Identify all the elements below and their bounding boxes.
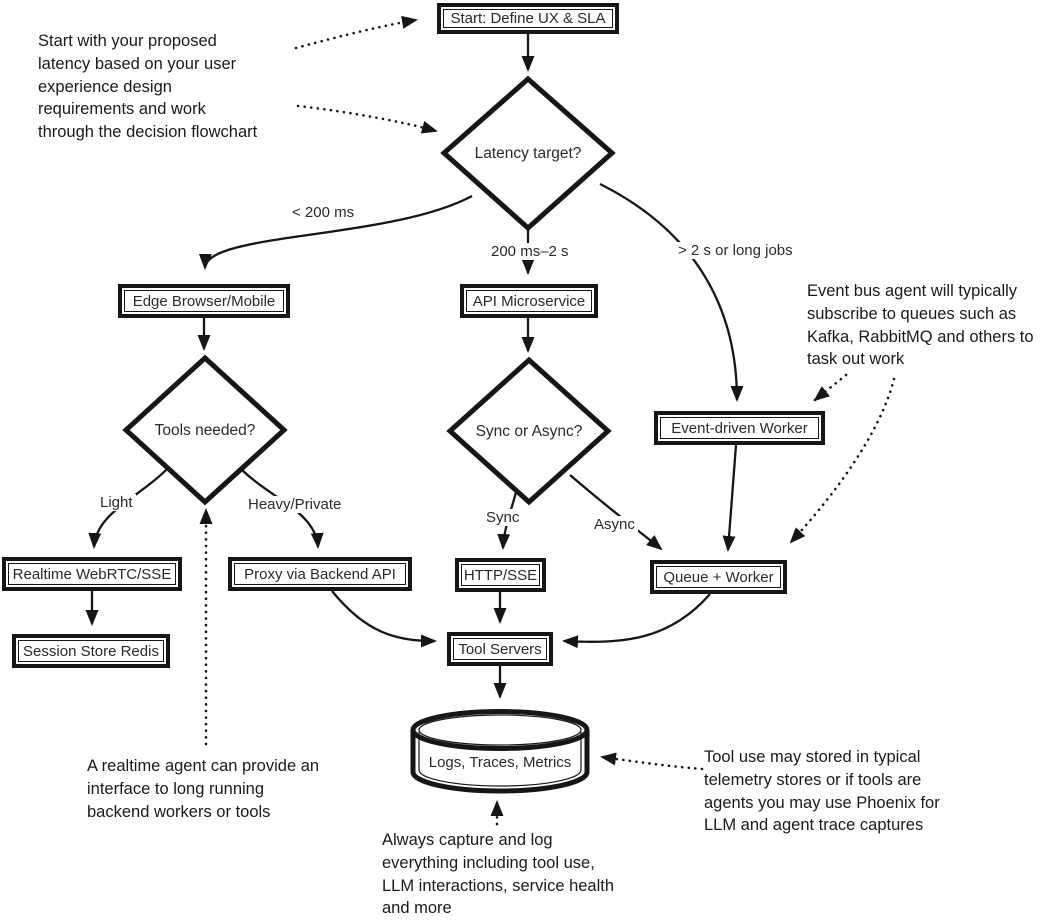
connector-latency-edge — [198, 194, 473, 270]
annotation-realtime-note: A realtime agent can provide an interfac… — [87, 757, 320, 821]
edge-label-sync: Sync — [483, 509, 523, 526]
node-edge-browser-label: Edge Browser/Mobile — [124, 290, 284, 312]
annotation-logging-note: Always capture and log everything includ… — [382, 831, 615, 918]
edge-label-gt2: > 2 s or long jobs — [675, 242, 796, 259]
edge-label-heavy: Heavy/Private — [245, 496, 345, 513]
node-proxy-backend-label: Proxy via Backend API — [234, 563, 406, 585]
connector-async-queue — [569, 474, 663, 551]
node-event-worker: Event-driven Worker — [654, 411, 825, 445]
dotted-eventnote-eventworker — [813, 373, 848, 402]
node-queue-worker: Queue + Worker — [650, 560, 787, 594]
edge-label-lt200: < 200 ms — [289, 204, 358, 221]
node-queue-worker-label: Queue + Worker — [656, 566, 781, 588]
node-api-microservice-label: API Microservice — [466, 290, 592, 312]
node-tool-servers: Tool Servers — [447, 632, 553, 666]
dotted-startnote-latency — [296, 104, 438, 134]
cylinder-telemetry-store — [410, 709, 590, 794]
diamond-latency-label: Latency target? — [474, 145, 582, 162]
annotation-event-bus-note: Event bus agent will typically subscribe… — [807, 282, 1034, 369]
edge-label-async: Async — [591, 516, 638, 533]
connector-latency-eventworker — [599, 182, 744, 402]
node-start-label: Start: Define UX & SLA — [443, 9, 613, 28]
diamond-latency-target — [440, 75, 616, 232]
connector-queue-toolservers — [562, 593, 711, 649]
diamond-syncasync-label: Sync or Async? — [475, 423, 583, 440]
dotted-startnote-start — [294, 15, 418, 50]
dotted-telemetrynote-telemetry — [600, 752, 704, 771]
node-realtime-webrtc-label: Realtime WebRTC/SSE — [8, 563, 176, 585]
edge-label-mid: 200 ms–2 s — [488, 243, 572, 260]
edge-label-light: Light — [97, 494, 136, 511]
node-api-microservice: API Microservice — [460, 284, 598, 318]
node-session-store-label: Session Store Redis — [18, 640, 164, 662]
node-http-sse-label: HTTP/SSE — [461, 564, 540, 586]
annotation-start-note: Start with your proposed latency based o… — [38, 32, 258, 142]
node-session-store: Session Store Redis — [12, 634, 170, 668]
diamond-sync-async — [446, 356, 612, 506]
node-start: Start: Define UX & SLA — [437, 3, 619, 34]
connector-proxy-toolservers — [331, 590, 437, 648]
node-tool-servers-label: Tool Servers — [453, 638, 547, 660]
annotation-telemetry-note: Tool use may stored in typical telemetry… — [704, 748, 940, 835]
node-edge-browser: Edge Browser/Mobile — [118, 284, 290, 318]
diamond-tools-label: Tools needed? — [154, 422, 256, 439]
node-proxy-backend: Proxy via Backend API — [228, 557, 412, 591]
cylinder-telemetry-label: Logs, Traces, Metrics — [428, 754, 572, 771]
node-realtime-webrtc: Realtime WebRTC/SSE — [2, 557, 182, 591]
node-http-sse: HTTP/SSE — [455, 558, 546, 592]
connector-eventworker-queue — [722, 444, 738, 552]
dotted-eventnote-queue — [789, 377, 896, 544]
node-event-worker-label: Event-driven Worker — [660, 417, 819, 439]
diamond-tools-needed — [122, 354, 288, 506]
